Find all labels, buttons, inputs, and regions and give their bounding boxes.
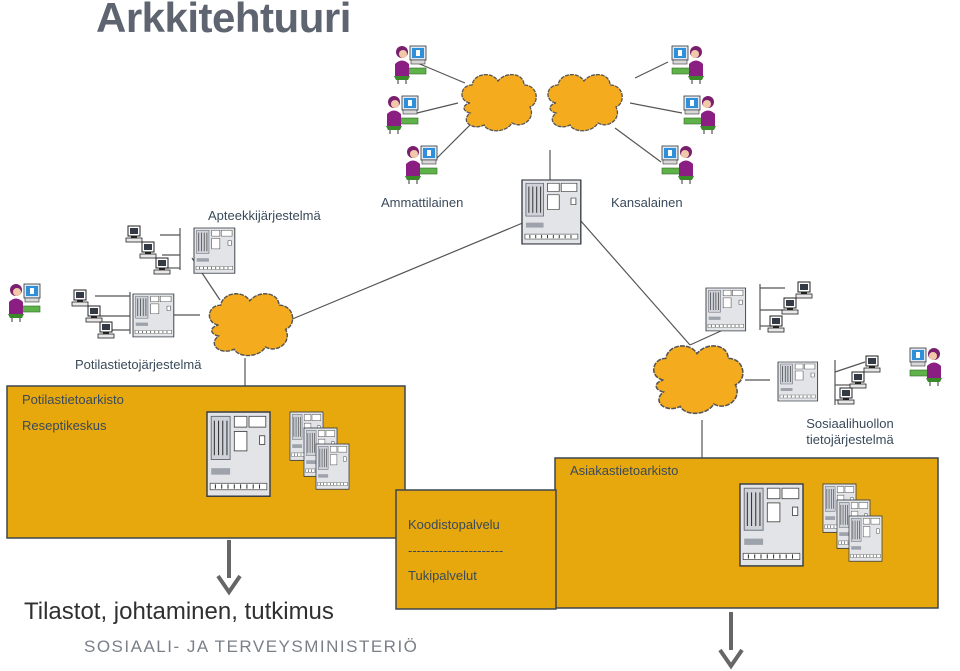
label-ammattilainen: Ammattilainen [381, 195, 464, 210]
social-worker-user-icon [910, 348, 942, 386]
server-reseptikeskus-main [206, 411, 271, 497]
label-apteekkijarjestelma: Apteekkijärjestelmä [208, 208, 321, 223]
pc-icon [767, 315, 785, 333]
label-potilastietojarjestelma: Potilastietojärjestelmä [75, 357, 202, 372]
network-clouds [208, 74, 744, 415]
server-reseptikeskus-stack-3 [315, 443, 350, 490]
label-sosiaalihuollon: Sosiaalihuollon [806, 416, 894, 431]
output-arrows [216, 540, 744, 670]
box-koodistopalvelu [395, 489, 557, 610]
pc-icon [863, 355, 881, 373]
label-asiakastietoarkisto: Asiakastietoarkisto [570, 463, 679, 478]
pc-icon [139, 241, 157, 259]
footer-ministry-logo: SOSIAALI- JA TERVEYSMINISTERIÖ [84, 637, 419, 656]
label-kansalainen: Kansalainen [611, 195, 683, 210]
server-potilastieto [132, 293, 175, 338]
cloud-left [208, 293, 294, 357]
citizen-user-icon [662, 146, 694, 184]
pc-icon [781, 297, 799, 315]
server-sosiaalihuolto-top [705, 287, 747, 332]
label-tilastot: Tilastot, johtaminen, tutkimus [24, 598, 334, 625]
label-potilastietoarkisto: Potilastietoarkisto [22, 392, 124, 407]
professional-user-icon [385, 95, 419, 135]
server-kansalliset [521, 179, 582, 245]
label-reseptikeskus: Reseptikeskus [22, 418, 107, 433]
cloud-right [653, 345, 744, 415]
connection-lines [95, 61, 866, 460]
label-separator: ---------------------- [408, 543, 504, 558]
server-apteekki [193, 227, 236, 274]
pc-icon [71, 289, 89, 307]
doctor-user-icon [7, 283, 41, 323]
server-asiakas-stack-3 [848, 515, 883, 562]
pc-icon [125, 225, 143, 243]
pc-icon [849, 371, 867, 389]
page-title: Arkkitehtuuri [96, 0, 351, 41]
professional-user-icon [404, 145, 438, 185]
label-koodistopalvelu: Koodistopalvelu [408, 517, 500, 532]
cloud-top-left [461, 74, 537, 132]
pc-icon [153, 257, 171, 275]
pc-icon [97, 321, 115, 339]
server-sosiaalihuolto [777, 361, 819, 402]
label-tukipalvelut: Tukipalvelut [408, 568, 477, 583]
citizen-user-icon [684, 96, 716, 134]
server-asiakas-main [739, 483, 804, 567]
pc-icon [795, 281, 813, 299]
citizen-user-icon [672, 46, 704, 84]
pc-icon [85, 305, 103, 323]
label-tietojarjestelma: tietojärjestelmä [806, 432, 894, 447]
cloud-top-right [547, 74, 623, 132]
pc-icon [837, 387, 855, 405]
